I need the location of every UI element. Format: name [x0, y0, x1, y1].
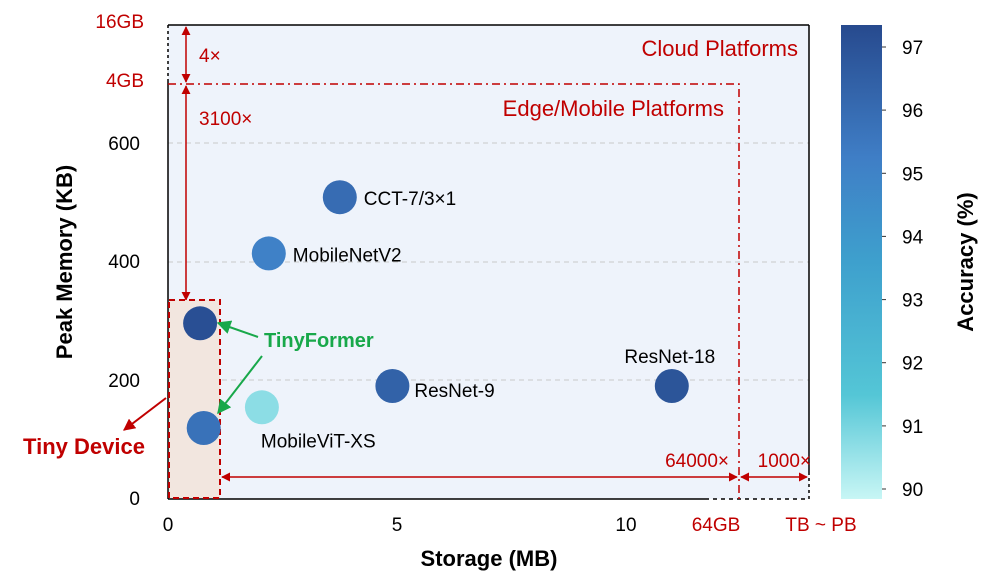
- tinyformer-label: TinyFormer: [264, 330, 374, 352]
- y-tick-600: 600: [108, 134, 140, 155]
- colorbar-tick-90: 90: [902, 480, 923, 501]
- colorbar-tick-92: 92: [902, 354, 923, 375]
- point-cct-7-3-1-0: [322, 180, 357, 215]
- ratio-64000x-label: 64000×: [665, 451, 729, 472]
- point-resnet-9-3: [375, 369, 410, 403]
- point-label-mobilevit-xs: MobileViT-XS: [261, 431, 376, 452]
- x-tick-0: 0: [163, 515, 174, 536]
- point-label-resnet-9: ResNet-9: [414, 381, 494, 402]
- point-mobilevit-xs-5: [244, 390, 279, 425]
- memory-4gb-label: 4GB: [106, 71, 144, 92]
- x-tick-10: 10: [615, 515, 636, 536]
- tinyformer-arrow-lower: [217, 355, 263, 415]
- colorbar: [841, 25, 882, 499]
- point-label-mobilenetv2: MobileNetV2: [293, 245, 402, 266]
- point-mobilenetv2-1: [251, 236, 286, 271]
- colorbar-tick-95: 95: [902, 164, 923, 185]
- cloud-platforms-label: Cloud Platforms: [641, 36, 798, 61]
- point-resnet-18-4: [654, 369, 689, 403]
- y-tick-400: 400: [108, 252, 140, 273]
- x-tick-5: 5: [392, 515, 403, 536]
- storage-64gb-label: 64GB: [692, 515, 741, 536]
- y-tick-0: 0: [129, 489, 140, 510]
- point-label-resnet-18: ResNet-18: [624, 347, 715, 368]
- memory-16gb-label: 16GB: [95, 12, 144, 33]
- y-axis-title: Peak Memory (KB): [52, 165, 77, 359]
- tiny-device-label: Tiny Device: [23, 434, 145, 459]
- point-label-cct-7-3-1: CCT-7/3×1: [364, 189, 456, 210]
- gridlines: [168, 142, 809, 381]
- colorbar-tick-97: 97: [902, 38, 923, 59]
- edge-platforms-label: Edge/Mobile Platforms: [503, 96, 724, 121]
- point-tinyformer-2: [183, 306, 218, 341]
- axes-frame: [167, 24, 810, 500]
- colorbar-tick-96: 96: [902, 101, 923, 122]
- storage-tb-pb-label: TB ~ PB: [785, 515, 856, 536]
- colorbar-tick-94: 94: [902, 227, 924, 248]
- colorbar-tick-93: 93: [902, 291, 923, 312]
- tiny-device-arrow: [123, 397, 167, 431]
- x-axis-title: Storage (MB): [421, 546, 558, 571]
- ratio-4x-label: 4×: [199, 46, 221, 67]
- ratio-3100x-label: 3100×: [199, 109, 252, 130]
- colorbar-ticks: 97 96 95 94 93 92 91 90: [882, 38, 924, 501]
- colorbar-title: Accuracy (%): [953, 192, 978, 331]
- tinyformer-arrow-upper: [216, 320, 259, 338]
- ratio-1000x-label: 1000×: [758, 451, 811, 472]
- y-tick-200: 200: [108, 371, 140, 392]
- edge-platforms-box: [168, 83, 740, 499]
- point-tinyformer-6: [186, 411, 221, 445]
- colorbar-tick-91: 91: [902, 417, 923, 438]
